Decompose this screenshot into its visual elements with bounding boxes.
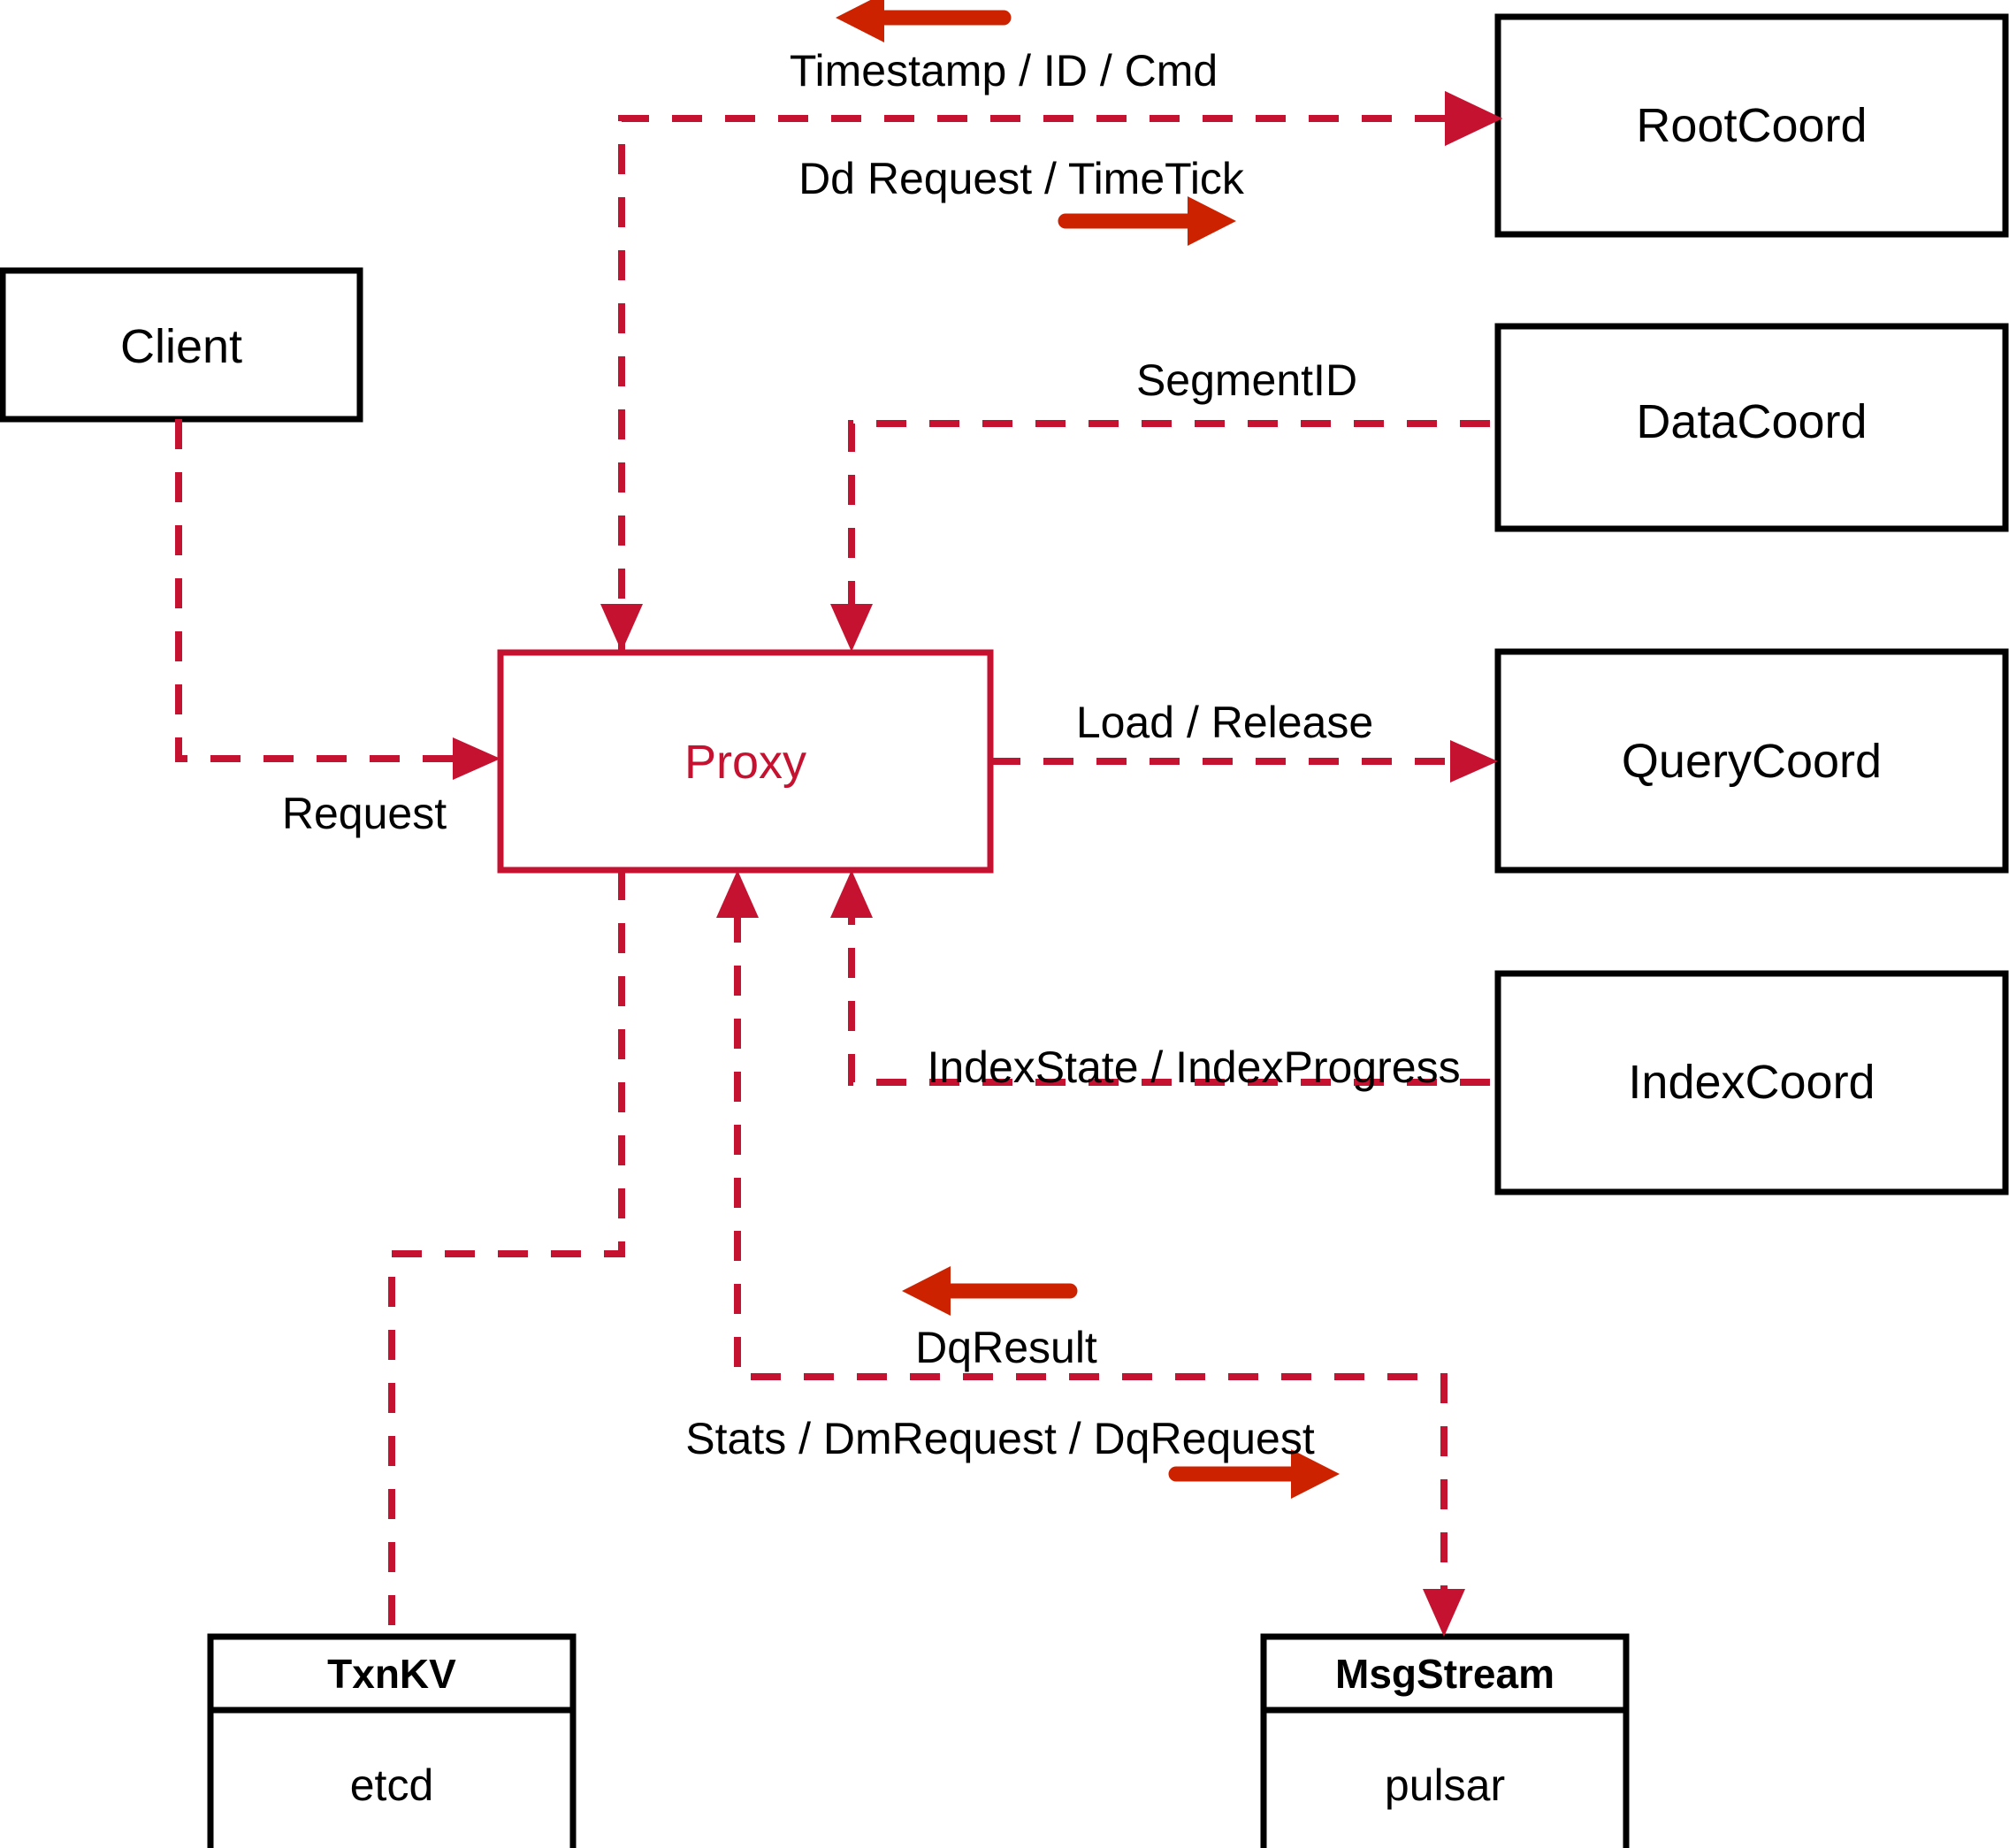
edge-label-segmentid: SegmentID <box>1135 355 1358 405</box>
edge-label-stats-dmrequest-dqrequest: Stats / DmRequest / DqRequest <box>685 1414 1315 1463</box>
edge-arrowhead-msgstream <box>1423 1589 1465 1637</box>
edge-label-dqresult: DqResult <box>915 1323 1097 1372</box>
node-box-txnkv[interactable] <box>207 1633 577 1848</box>
edge-label-timestamp-id-cmd: Timestamp / ID / Cmd <box>789 46 1218 95</box>
edge-arrowhead-querycoord <box>1450 740 1498 783</box>
direction-arrow-dqrequest <box>1168 1449 1340 1499</box>
edge-path-datacoord <box>848 420 1490 610</box>
edge-path-indexcoord <box>848 913 1490 1086</box>
edge-arrowhead-proxy-top-left <box>600 604 643 652</box>
edge-path-rootcoord <box>618 90 1503 652</box>
node-box-proxy[interactable] <box>497 649 994 874</box>
edge-label-load-release: Load / Release <box>1075 698 1374 747</box>
edge-arrowhead-proxy-left <box>453 737 500 780</box>
edge-arrowhead-proxy-top-right <box>830 604 873 652</box>
edge-label-indexstate-indexprogress: IndexState / IndexProgress <box>927 1042 1461 1092</box>
direction-arrow-dqresult <box>902 1266 1078 1316</box>
node-box-client[interactable] <box>0 267 363 423</box>
direction-arrow-dd-request-timetick <box>1058 196 1236 246</box>
edge-label-dd-request-timetick: Dd Request / TimeTick <box>798 154 1244 203</box>
node-box-querycoord[interactable] <box>1494 648 2009 874</box>
edge-arrowhead-proxy-bottom-left <box>716 870 759 918</box>
node-box-datacoord[interactable] <box>1494 323 2009 532</box>
node-box-msgstream[interactable] <box>1260 1633 1630 1848</box>
node-label-proxy: Proxy <box>684 736 807 789</box>
node-box-rootcoord[interactable] <box>1494 13 2009 238</box>
edge-path-client <box>175 419 460 762</box>
edge-arrowhead-proxy-bottom-right <box>830 870 873 918</box>
edge-path-txnkv <box>388 870 625 1637</box>
direction-arrow-timestamp-id-cmd <box>836 0 1012 42</box>
edge-label-request: Request <box>281 789 447 838</box>
edge-path-msgstream <box>734 913 1448 1592</box>
node-box-indexcoord[interactable] <box>1494 970 2009 1195</box>
